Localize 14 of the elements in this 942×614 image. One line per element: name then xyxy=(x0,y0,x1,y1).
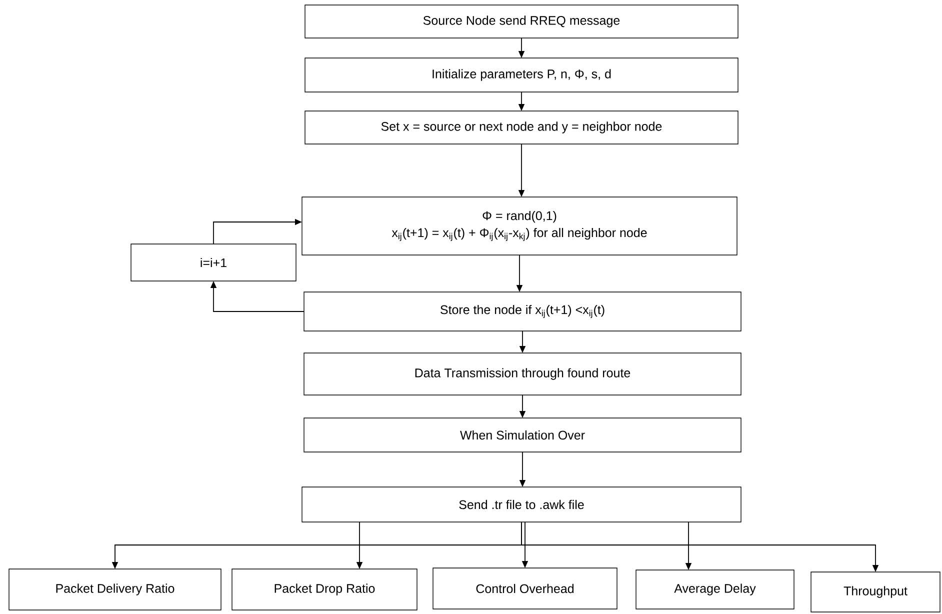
process-box: Average Delay xyxy=(636,570,794,610)
process-box: i=i+1 xyxy=(130,244,296,282)
process-box: Throughput xyxy=(810,572,940,612)
process-box: Source Node send RREQ message xyxy=(304,4,738,38)
process-box: Packet Delivery Ratio xyxy=(8,568,222,610)
process-box: Data Transmission through found route xyxy=(304,352,742,396)
process-box: Set x = source or next node and y = neighbor node xyxy=(304,110,738,144)
process-box: Packet Drop Ratio xyxy=(232,568,418,610)
process-box: Control Overhead xyxy=(432,568,618,610)
process-box: Initialize parameters P, n, Φ, s, d xyxy=(304,58,738,92)
process-box: Send .tr file to .awk file xyxy=(302,486,742,522)
process-box: Store the node if x$_{ij}$(t+1) <x$_{ij}$(t) xyxy=(304,292,742,332)
process-box: Φ = rand(0,1) x$_{ij}$(t+1) = x$_{ij}$(t) + Φ$_{ij}$(x$_{ij}$-x$_{kj}$) for all neighbor node xyxy=(302,196,738,256)
process-box: When Simulation Over xyxy=(304,418,742,452)
